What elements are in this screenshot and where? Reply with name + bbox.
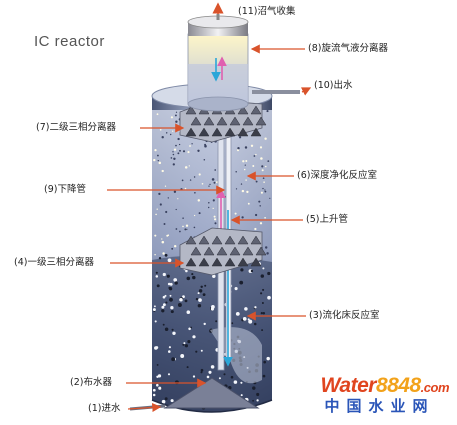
watermark-logo: Water8848.com 中国水业网 [320, 374, 449, 416]
stage1-separator [179, 227, 267, 276]
label-biogas-collection: (11)沼气收集 [238, 6, 296, 17]
tank-bottom-rim [151, 399, 273, 413]
label-stage1-separator: (4)一级三相分离器 [14, 257, 94, 268]
cyclone-bottom [187, 96, 249, 112]
label-outlet: (10)出水 [314, 80, 353, 91]
label-stage2-separator: (7)二级三相分离器 [36, 122, 116, 133]
watermark-part1: Water [320, 374, 376, 397]
stage2-separator [179, 99, 267, 143]
label-cyclone-separator: (8)旋流气液分离器 [308, 43, 388, 54]
label-distributor: (2)布水器 [70, 377, 112, 388]
label-riser: (5)上升管 [306, 214, 348, 225]
water-distributor [163, 377, 260, 409]
watermark-chinese: 中国水业网 [324, 398, 435, 415]
label-downcomer: (9)下降管 [44, 184, 86, 195]
label-inlet: (1)进水 [88, 403, 121, 414]
watermark-part2: 8848 [375, 374, 421, 397]
leader-outlet [300, 87, 312, 96]
label-deep-reactor: (6)深度净化反应室 [297, 170, 377, 181]
label-fluid-reactor: (3)流化床反应室 [309, 310, 380, 321]
diagram-title: IC reactor [34, 33, 105, 50]
watermark-part3: .com [420, 380, 450, 395]
leader-inlet [127, 402, 162, 413]
